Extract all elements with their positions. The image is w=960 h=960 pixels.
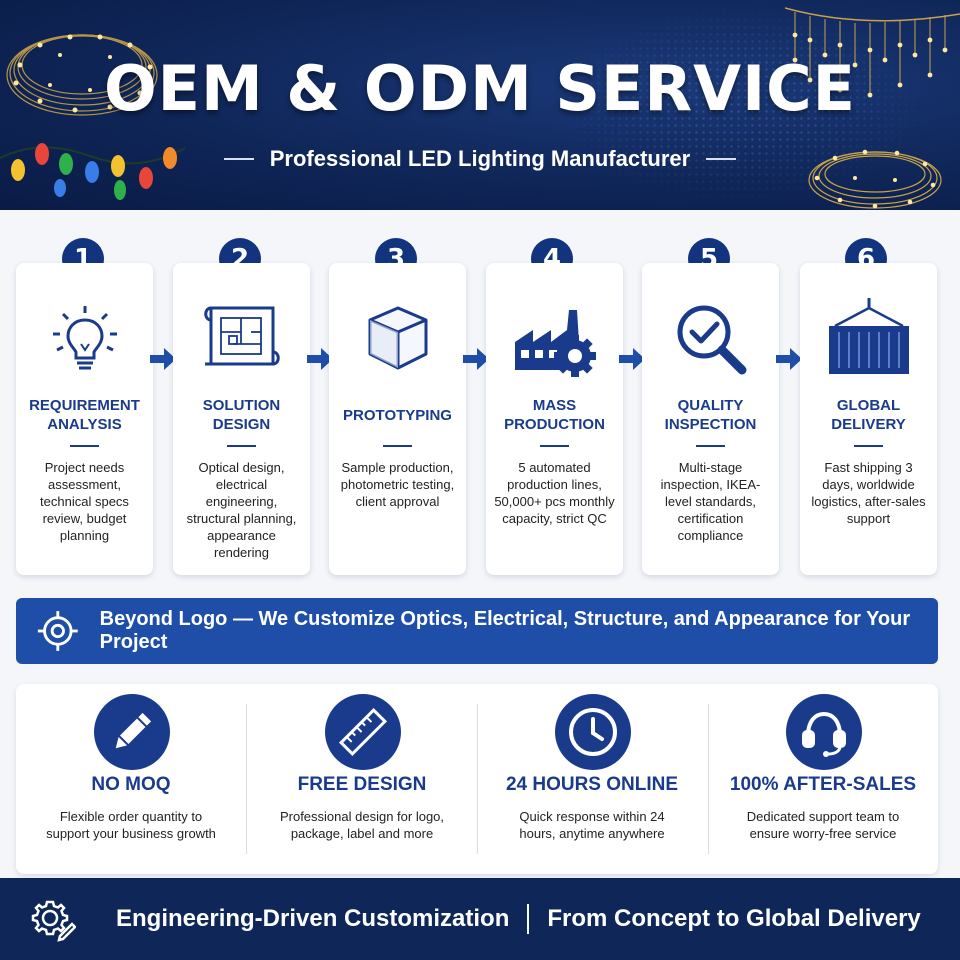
header-banner: OEM & ODM SERVICE Professional LED Light… [0, 0, 960, 210]
footer-text: Engineering-Driven Customization From Co… [116, 904, 921, 934]
step-card-quality-inspection: QUALITY INSPECTION Multi-stage inspectio… [642, 263, 779, 575]
step-description: Fast shipping 3 days, worldwide logistic… [811, 460, 926, 526]
feature-title: 24 HOURS ONLINE [505, 774, 679, 795]
step-description: Optical design, electrical engineering, … [186, 460, 297, 560]
step-divider [383, 445, 412, 447]
arrow-right-icon [776, 348, 802, 370]
magnifier-check-icon [642, 293, 779, 383]
arrow-right-icon [150, 348, 176, 370]
arrow-right-icon [307, 348, 333, 370]
step-title: REQUIREMENT ANALYSIS [29, 397, 140, 433]
step-divider [854, 445, 883, 447]
step-card-prototyping: PROTOTYPING Sample production, photometr… [329, 263, 466, 575]
step-description: Sample production, photometric testing, … [340, 460, 455, 509]
page-title: OEM & ODM SERVICE [103, 52, 857, 125]
feature-description: Professional design for logo, package, l… [279, 809, 445, 841]
customization-banner: Beyond Logo — We Customize Optics, Elect… [16, 598, 938, 664]
step-description: Multi-stage inspection, IKEA-level stand… [660, 460, 761, 543]
step-card-solution-design: SOLUTION DESIGN Optical design, electric… [173, 263, 310, 575]
blueprint-icon [173, 293, 310, 383]
step-divider [696, 445, 725, 447]
feature-divider [246, 704, 247, 854]
feature-divider [708, 704, 709, 854]
step-card-global-delivery: GLOBAL DELIVERY Fast shipping 3 days, wo… [800, 263, 937, 575]
feature-divider [477, 704, 478, 854]
footer-bar: Engineering-Driven Customization From Co… [0, 878, 960, 960]
ruler-icon [325, 694, 401, 770]
feature-24-hours-online: 24 HOURS ONLINE Quick response within 24… [477, 684, 707, 874]
subtitle-rule-right [706, 158, 737, 160]
shipping-container-icon [800, 293, 937, 383]
page-subtitle: Professional LED Lighting Manufacturer [0, 146, 960, 172]
subtitle-text: Professional LED Lighting Manufacturer [269, 146, 691, 171]
clock-icon [555, 694, 631, 770]
factory-icon [486, 293, 623, 383]
feature-after-sales: 100% AFTER-SALES Dedicated support team … [708, 684, 938, 874]
process-steps: 1 REQUIREMENT ANALYSIS Project needs ass… [0, 220, 960, 590]
footer-left-text: Engineering-Driven Customization [116, 905, 510, 932]
cube-icon [329, 293, 466, 383]
feature-description: Quick response within 24 hours, anytime … [519, 809, 665, 841]
icicle-lights-image [785, 7, 960, 98]
headset-icon [786, 694, 862, 770]
feature-no-moq: NO MOQ Flexible order quantity to suppor… [16, 684, 246, 874]
step-card-mass-production: MASS PRODUCTION 5 automated production l… [486, 263, 623, 575]
subtitle-rule-left [223, 158, 254, 160]
step-divider [227, 445, 256, 447]
target-icon [37, 611, 78, 651]
footer-separator [527, 904, 530, 934]
feature-title: NO MOQ [91, 774, 171, 795]
feature-description: Flexible order quantity to support your … [46, 809, 216, 841]
step-description: Project needs assessment, technical spec… [40, 460, 129, 543]
feature-free-design: FREE DESIGN Professional design for logo… [247, 684, 477, 874]
coiled-lights-right-image [808, 149, 942, 209]
lightbulb-icon [16, 293, 153, 383]
feature-title: FREE DESIGN [297, 774, 427, 795]
step-title: GLOBAL DELIVERY [831, 397, 906, 433]
banner-text: Beyond Logo — We Customize Optics, Elect… [99, 608, 911, 653]
step-divider [540, 445, 569, 447]
pencil-icon [94, 694, 170, 770]
step-divider [70, 445, 99, 447]
step-title: SOLUTION DESIGN [202, 397, 281, 433]
step-title: MASS PRODUCTION [504, 397, 605, 433]
colored-bulbs-image [0, 143, 185, 200]
world-map-dots [560, 10, 920, 200]
step-description: 5 automated production lines, 50,000+ pc… [494, 460, 615, 526]
footer-right-text: From Concept to Global Delivery [547, 905, 921, 932]
step-card-requirement-analysis: REQUIREMENT ANALYSIS Project needs asses… [16, 263, 153, 575]
step-title: PROTOTYPING [343, 406, 452, 424]
step-title: QUALITY INSPECTION [664, 397, 757, 433]
gear-pencil-icon [31, 900, 76, 942]
arrow-right-icon [463, 348, 489, 370]
feature-description: Dedicated support team to ensure worry-f… [746, 809, 900, 841]
feature-title: 100% AFTER-SALES [729, 774, 917, 795]
coiled-lights-left-image [6, 34, 158, 116]
arrow-right-icon [619, 348, 645, 370]
features-panel: NO MOQ Flexible order quantity to suppor… [16, 684, 938, 874]
